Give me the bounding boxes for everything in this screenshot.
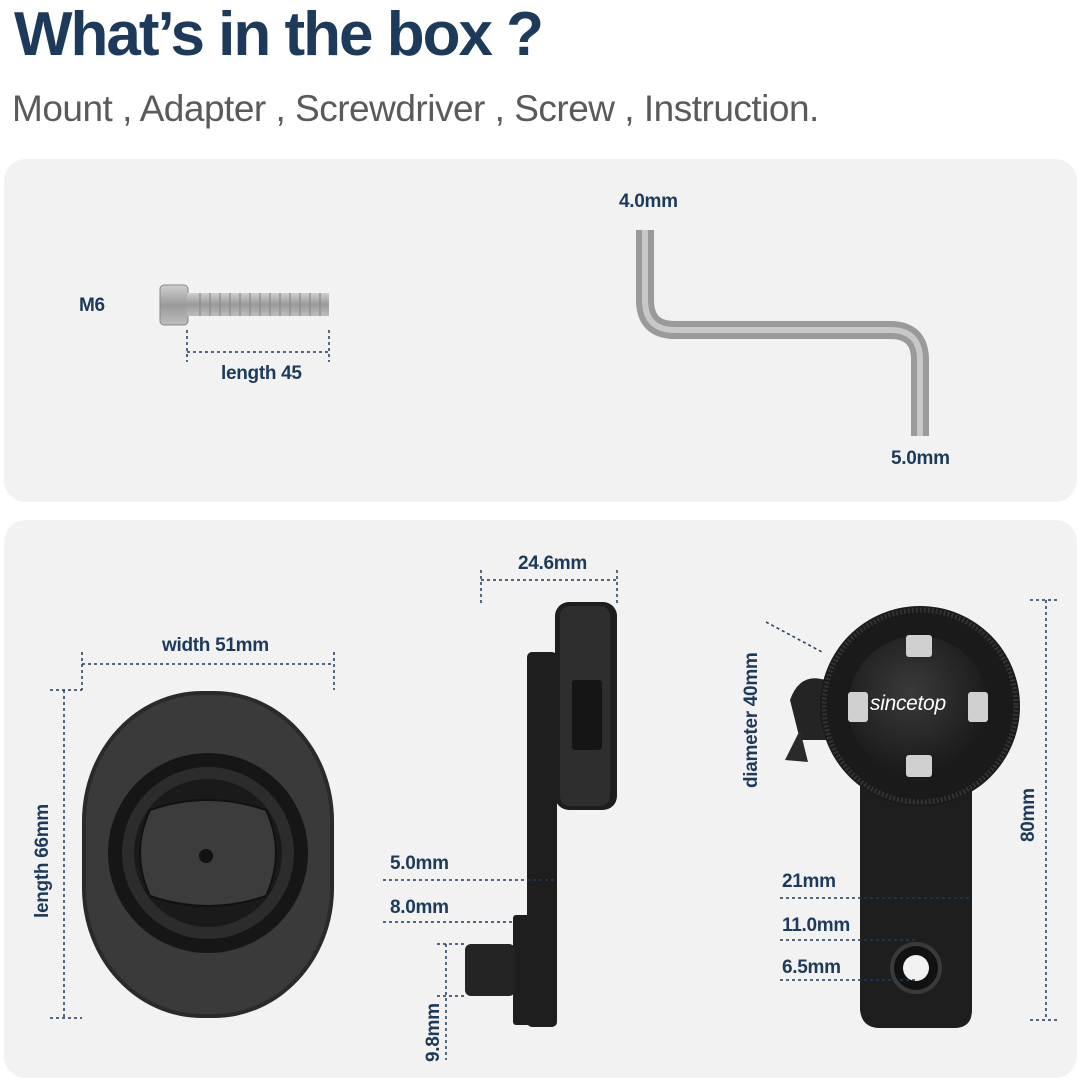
adapter-depth-label: 24.6mm — [518, 553, 587, 574]
page-title: What’s in the box ? — [14, 0, 544, 69]
mount-diameter-label: diameter 40mm — [741, 652, 762, 788]
hex-long-end-label: 5.0mm — [891, 448, 950, 469]
adapter-length-label: length 66mm — [32, 804, 53, 918]
screw-thread-label: M6 — [79, 295, 105, 316]
hex-key-image — [636, 230, 929, 436]
mount-image — [765, 599, 1057, 1028]
adapter-offset-label: 8.0mm — [390, 897, 449, 918]
brand-logo: sincetop — [870, 692, 946, 715]
adapter-stub-label: 9.8mm — [423, 1003, 444, 1062]
mount-hole-inner-label: 6.5mm — [782, 957, 841, 978]
adapter-side-image — [383, 570, 618, 1060]
mount-hole-outer-label: 11.0mm — [782, 915, 850, 936]
screw-length-label: length 45 — [221, 363, 302, 384]
adapter-width-label: width 51mm — [162, 635, 269, 656]
package-contents-list: Mount , Adapter , Screwdriver , Screw , … — [12, 88, 819, 129]
adapter-plate-label: 5.0mm — [390, 853, 449, 874]
mount-height-label: 80mm — [1018, 788, 1039, 842]
mount-arm-width-label: 21mm — [782, 871, 836, 892]
hex-short-end-label: 4.0mm — [619, 191, 678, 212]
screw-image — [159, 284, 330, 362]
adapter-front-image — [50, 652, 335, 1019]
